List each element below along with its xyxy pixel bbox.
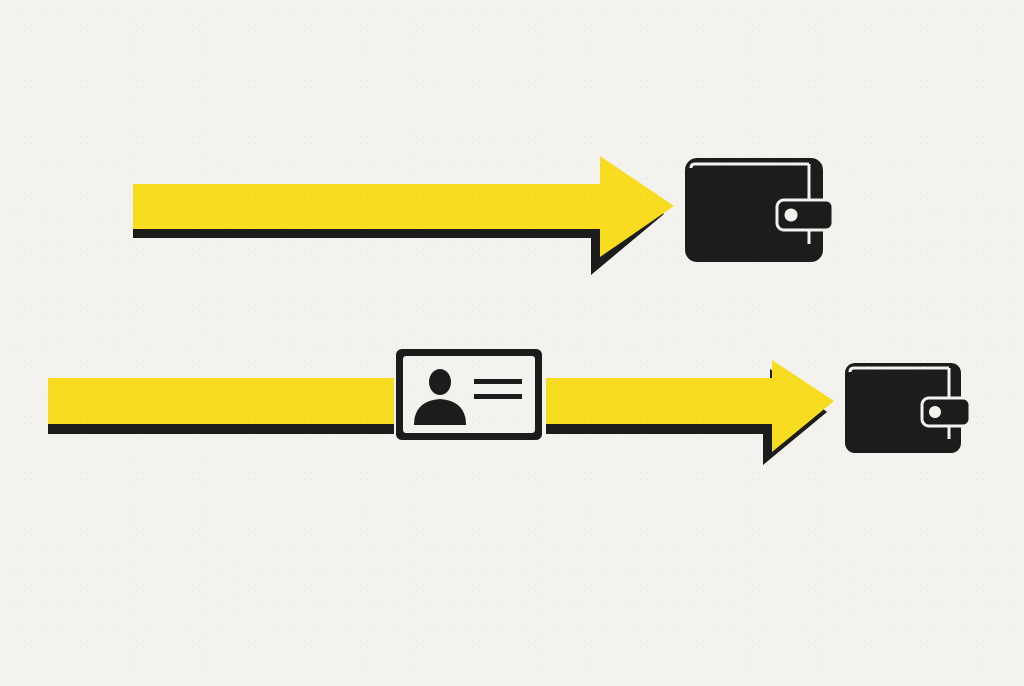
arrow <box>133 156 674 257</box>
flow-direct <box>133 156 835 275</box>
wallet-icon <box>685 158 835 262</box>
wallet-icon <box>845 363 972 453</box>
flow-with-identity <box>48 349 972 465</box>
card-line <box>474 379 522 384</box>
arrow <box>546 360 834 452</box>
person-icon <box>414 369 466 425</box>
card-line <box>474 394 522 399</box>
arrow-segment <box>48 378 394 424</box>
id-card-icon <box>396 349 542 440</box>
